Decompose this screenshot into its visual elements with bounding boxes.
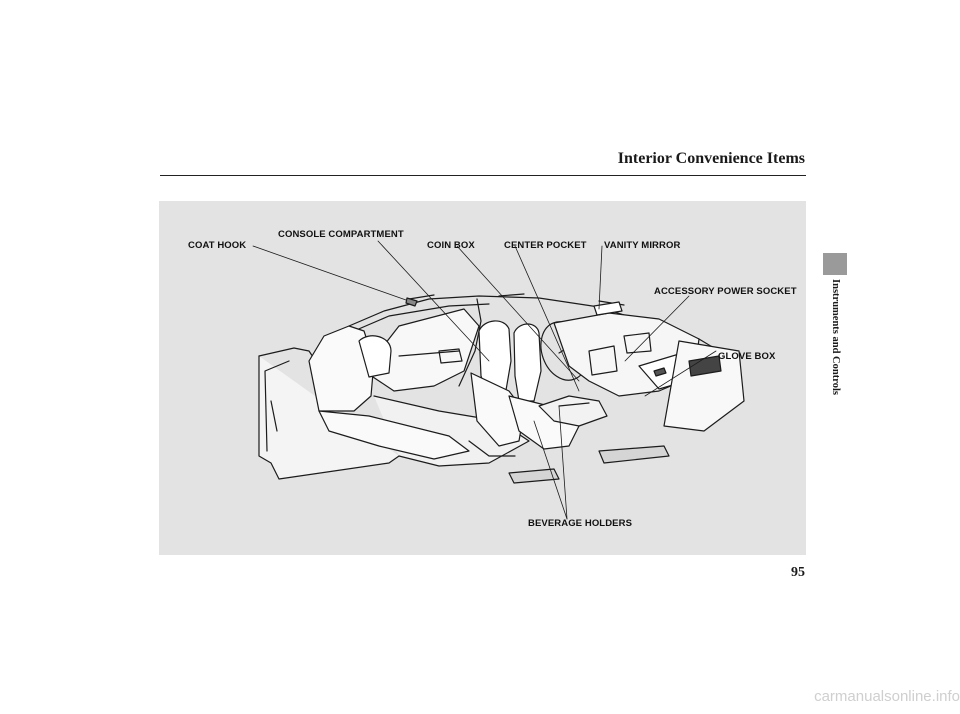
title-divider [160, 175, 806, 176]
page-title: Interior Convenience Items [617, 150, 805, 167]
callout-vanity-mirror: VANITY MIRROR [604, 240, 681, 251]
callout-glove-box: GLOVE BOX [718, 351, 776, 362]
section-side-label: Instruments and Controls [830, 279, 841, 395]
callout-coin-box: COIN BOX [427, 240, 475, 251]
car-interior-drawing [252, 240, 745, 520]
callout-accessory-power-socket: ACCESSORY POWER SOCKET [654, 286, 797, 297]
interior-illustration: COAT HOOK CONSOLE COMPARTMENT COIN BOX C… [159, 201, 806, 555]
watermark-text: carmanualsonline.info [814, 688, 960, 705]
callout-center-pocket: CENTER POCKET [504, 240, 587, 251]
section-tab-marker [823, 253, 847, 275]
page-number: 95 [791, 565, 805, 580]
callout-coat-hook: COAT HOOK [188, 240, 247, 251]
callout-console-compartment: CONSOLE COMPARTMENT [278, 229, 404, 240]
callout-beverage-holders: BEVERAGE HOLDERS [528, 518, 633, 529]
